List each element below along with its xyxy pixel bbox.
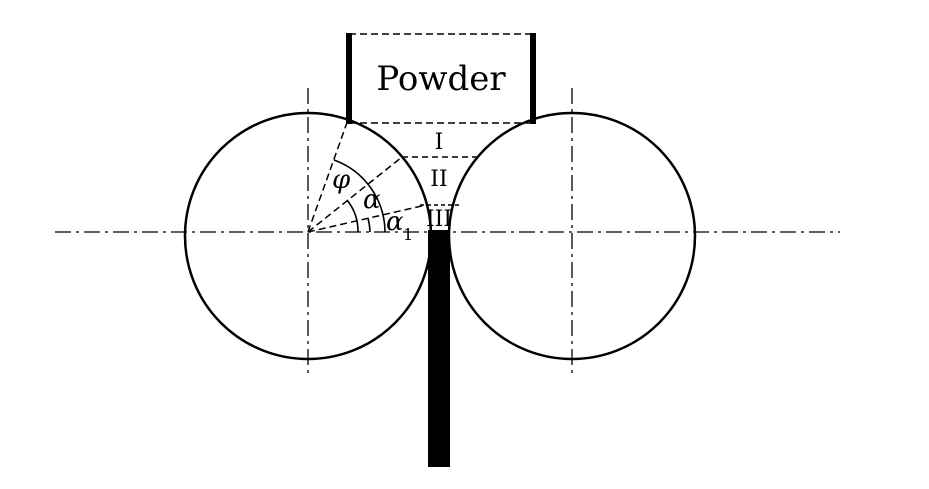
ray-alpha [307, 156, 403, 233]
powder-hopper: Powder [346, 33, 536, 124]
left-roll [183, 111, 433, 361]
arc-phi [333, 159, 386, 233]
label-phi: φ [332, 165, 351, 195]
label-zone-2: II [430, 167, 447, 192]
label-alpha1-subscript: 1 [403, 225, 413, 244]
right-roll [447, 111, 697, 361]
compacted-strip [428, 230, 450, 467]
arc-alpha [346, 199, 359, 233]
label-alpha1: α [386, 207, 404, 237]
arc-alpha1 [367, 217, 371, 233]
label-zone-1: I [435, 130, 444, 155]
label-zone-3: III [426, 207, 452, 232]
angle-arcs [333, 159, 386, 233]
angle-rays [307, 116, 427, 233]
ray-phi [307, 116, 350, 233]
ray-alpha1 [307, 204, 427, 233]
label-alpha: α [363, 185, 381, 215]
hopper-label: Powder [376, 59, 506, 99]
